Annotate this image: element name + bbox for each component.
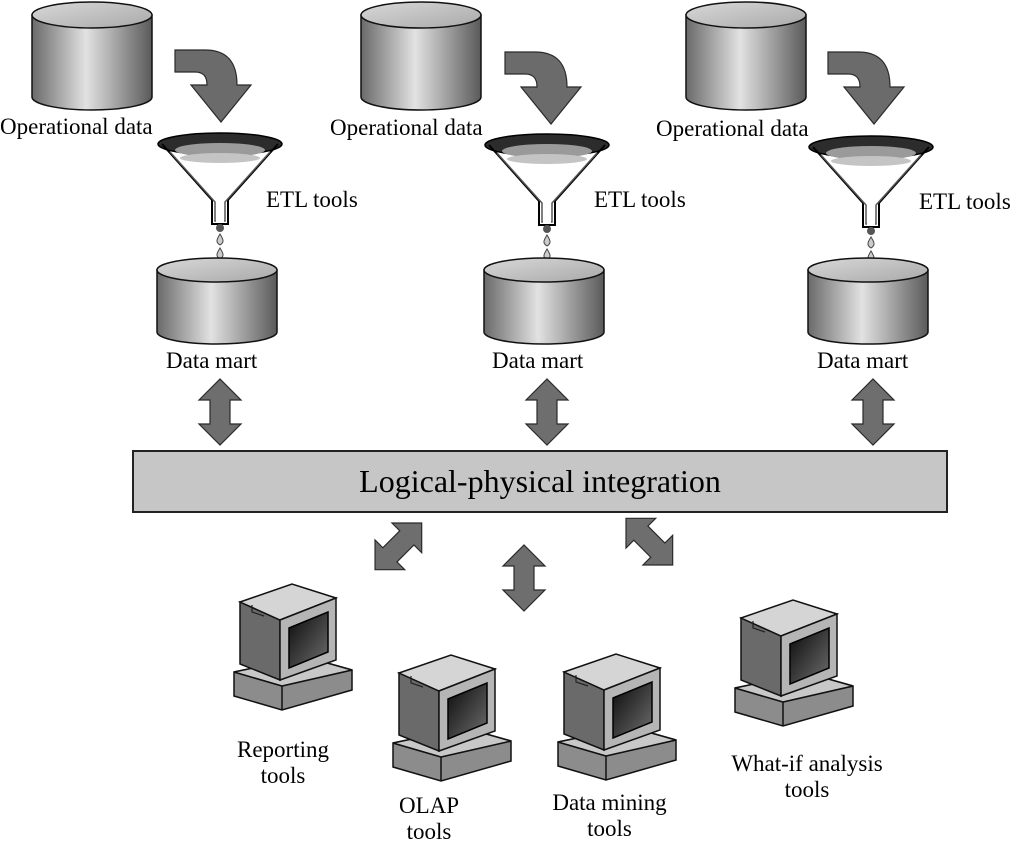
- double-arrow-olap-mining: [502, 544, 546, 612]
- data-mining-tools-line2: tools: [587, 816, 632, 841]
- data-mining-computer-icon: [557, 653, 677, 781]
- whatif-tools-line1: What-if analysis: [731, 751, 883, 776]
- flow-arrow-3: [827, 51, 905, 125]
- operational-data-label-3: Operational data: [656, 116, 809, 141]
- operational-data-label-1: Operational data: [0, 114, 153, 139]
- olap-tools-line2: tools: [406, 819, 452, 844]
- double-arrow-whatif: [610, 502, 689, 581]
- olap-computer-icon: [392, 654, 512, 782]
- reporting-tools-line2: tools: [260, 763, 306, 788]
- whatif-computer-icon: [734, 599, 854, 727]
- data-mart-label-3: Data mart: [817, 348, 909, 373]
- data-mining-tools-label: Data mining tools: [532, 790, 687, 842]
- double-arrow-mart-2: [525, 378, 569, 446]
- operational-data-label-2: Operational data: [330, 115, 483, 140]
- flow-arrow-1: [174, 49, 252, 123]
- data-mart-label-1: Data mart: [166, 348, 258, 373]
- whatif-tools-label: What-if analysis tools: [722, 751, 892, 803]
- etl-tools-label-2: ETL tools: [594, 187, 686, 212]
- etl-funnel-icon-2: [484, 133, 610, 261]
- data-mart-cylinder-2: [483, 257, 605, 345]
- data-mining-tools-line1: Data mining: [552, 790, 667, 815]
- logical-physical-integration-box: Logical-physical integration: [132, 450, 948, 513]
- olap-tools-label: OLAP tools: [369, 793, 489, 845]
- double-arrow-mart-3: [851, 378, 895, 446]
- etl-funnel-icon-3: [808, 135, 934, 263]
- reporting-tools-label: Reporting tools: [213, 737, 353, 789]
- operational-data-cylinder-3: [685, 1, 807, 111]
- integration-label: Logical-physical integration: [359, 463, 721, 499]
- data-mart-label-2: Data mart: [492, 348, 584, 373]
- reporting-tools-line1: Reporting: [237, 737, 329, 762]
- olap-tools-line1: OLAP: [398, 793, 460, 818]
- data-mart-cylinder-1: [156, 257, 278, 345]
- reporting-computer-icon: [233, 583, 353, 711]
- etl-funnel-icon-1: [157, 132, 283, 260]
- etl-tools-label-3: ETL tools: [919, 189, 1011, 214]
- double-arrow-reporting: [359, 507, 438, 586]
- whatif-tools-line2: tools: [784, 777, 830, 802]
- data-mart-cylinder-3: [807, 257, 929, 345]
- flow-arrow-2: [504, 51, 582, 125]
- operational-data-cylinder-2: [360, 1, 482, 111]
- etl-tools-label-1: ETL tools: [266, 187, 358, 212]
- double-arrow-mart-1: [198, 378, 242, 446]
- operational-data-cylinder-1: [31, 1, 153, 111]
